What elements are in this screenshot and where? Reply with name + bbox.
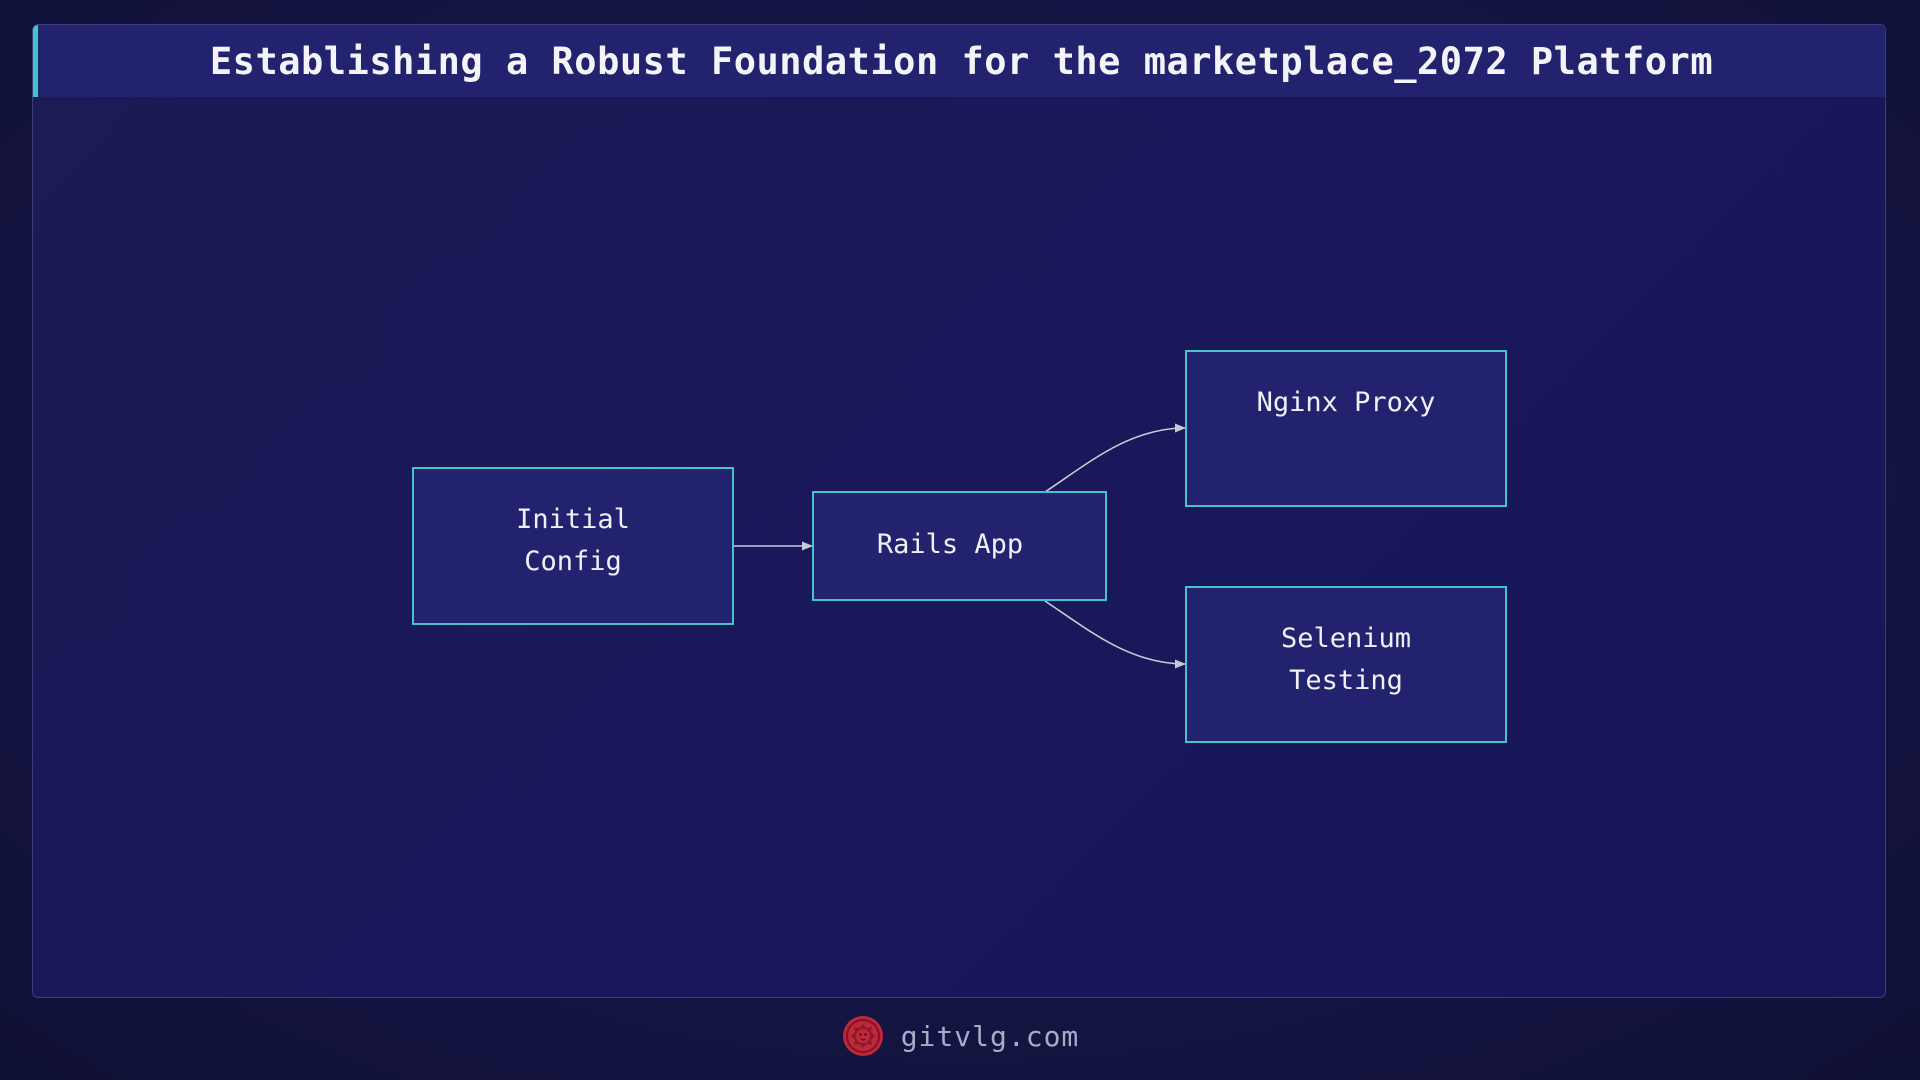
node-initial-config-line-1: Initial (516, 504, 630, 535)
node-rails-app: Rails App (812, 491, 1107, 601)
node-initial-config: Initial Config (412, 467, 734, 625)
node-nginx-proxy: Nginx Proxy (1185, 350, 1507, 507)
edge-rails-app-to-nginx-proxy (1044, 423, 1187, 493)
footer: gitvlg.com (0, 1010, 1920, 1062)
node-selenium-testing: Selenium Testing (1185, 586, 1507, 743)
footer-site-link[interactable]: gitvlg.com (900, 1019, 1080, 1053)
node-selenium-testing-line-1: Selenium (1281, 623, 1411, 654)
node-selenium-testing-line-2: Testing (1289, 665, 1403, 696)
title-bar: Establishing a Robust Foundation for the… (33, 25, 1885, 97)
node-rails-app-label: Rails App (877, 529, 1023, 560)
node-nginx-proxy-label: Nginx Proxy (1257, 387, 1436, 418)
edge-rails-app-to-selenium-testing (1044, 600, 1187, 669)
diagram-panel: Establishing a Robust Foundation for the… (32, 24, 1886, 998)
node-initial-config-line-2: Config (524, 546, 622, 577)
page-title: Establishing a Robust Foundation for the… (209, 39, 1714, 83)
lion-icon[interactable] (841, 1014, 885, 1058)
